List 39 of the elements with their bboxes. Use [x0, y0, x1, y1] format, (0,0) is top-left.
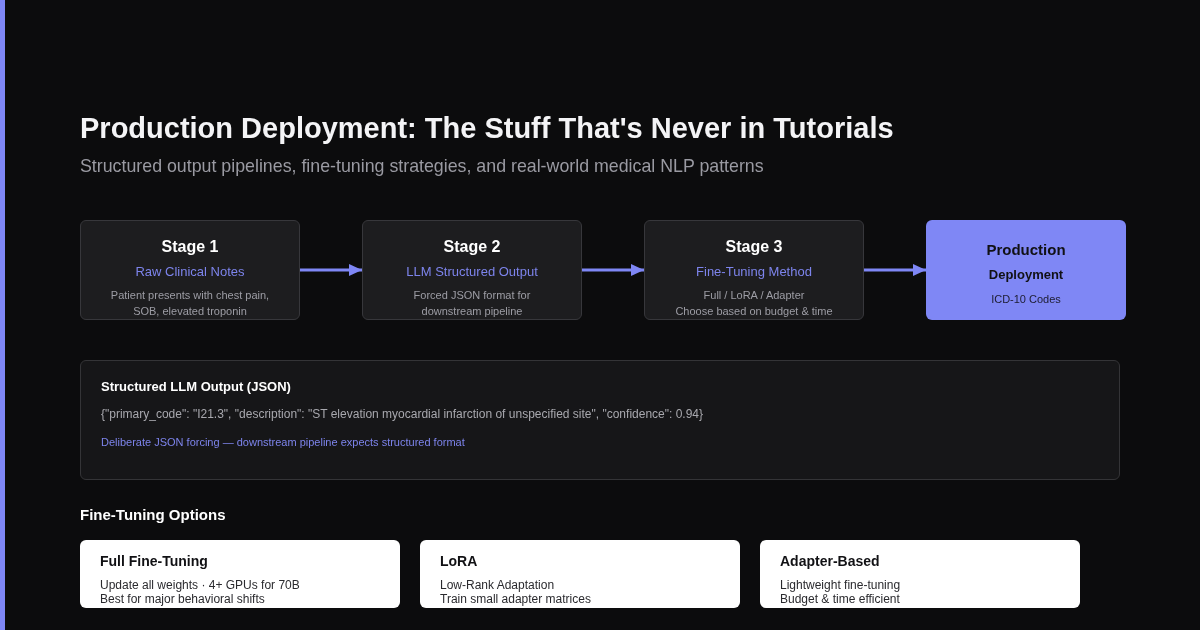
card-text: Best for major behavioral shifts	[100, 592, 265, 606]
box-caption: ICD-10 Codes	[991, 292, 1061, 306]
box-subtitle: Deployment	[988, 266, 1064, 284]
card-title: Full Fine-Tuning	[100, 552, 208, 570]
json-sample-text: {"primary_code": "I21.3", "description": "ST elevation myocardial infarction of unspecified site", "confidence": 0.94}	[101, 406, 704, 422]
stage-description: Full / LoRA / Adapter	[703, 288, 805, 303]
box-title: Production	[986, 240, 1066, 260]
stage-subtitle: LLM Structured Output	[406, 264, 538, 280]
stage-box	[80, 220, 300, 320]
json-output-panel	[80, 360, 1120, 480]
page-title: Production Deployment: The Stuff That's Never in Tutorials	[80, 111, 894, 146]
deployment-box	[926, 220, 1126, 320]
arrow	[582, 264, 644, 276]
panel-note: Deliberate JSON forcing — downstream pipeline expects structured format	[101, 435, 465, 449]
card-text: Update all weights · 4+ GPUs for 70B	[100, 578, 300, 592]
stage-box	[362, 220, 582, 320]
stage-title: Stage 2	[443, 237, 501, 257]
stage-box	[644, 220, 864, 320]
card-text: Lightweight fine-tuning	[780, 578, 901, 592]
card-text: Budget & time efficient	[780, 592, 900, 606]
card-title: LoRA	[440, 552, 478, 570]
subtitle: Structured output pipelines, fine-tuning strategies, and real-world medical NLP patterns	[80, 155, 764, 177]
stage-description: Choose based on budget & time	[675, 304, 833, 319]
stage-title: Stage 3	[725, 237, 783, 257]
stage-subtitle: Raw Clinical Notes	[135, 264, 245, 280]
card-text: Train small adapter matrices	[440, 592, 591, 606]
option-card	[760, 540, 1080, 608]
stage-description: Forced JSON format for downstream pipeline	[412, 288, 532, 319]
option-card	[420, 540, 740, 608]
stage-title: Stage 1	[161, 237, 219, 257]
option-card	[80, 540, 400, 608]
section-heading: Fine-Tuning Options	[80, 505, 226, 525]
card-text: Low-Rank Adaptation	[440, 578, 555, 592]
arrow	[864, 264, 926, 276]
arrow	[300, 264, 362, 276]
stage-subtitle: Fine-Tuning Method	[696, 264, 812, 280]
stage-description: Patient presents with chest pain, SOB, elevated troponin	[109, 288, 271, 319]
card-title: Adapter-Based	[780, 552, 880, 570]
panel-heading: Structured LLM Output (JSON)	[101, 378, 291, 396]
